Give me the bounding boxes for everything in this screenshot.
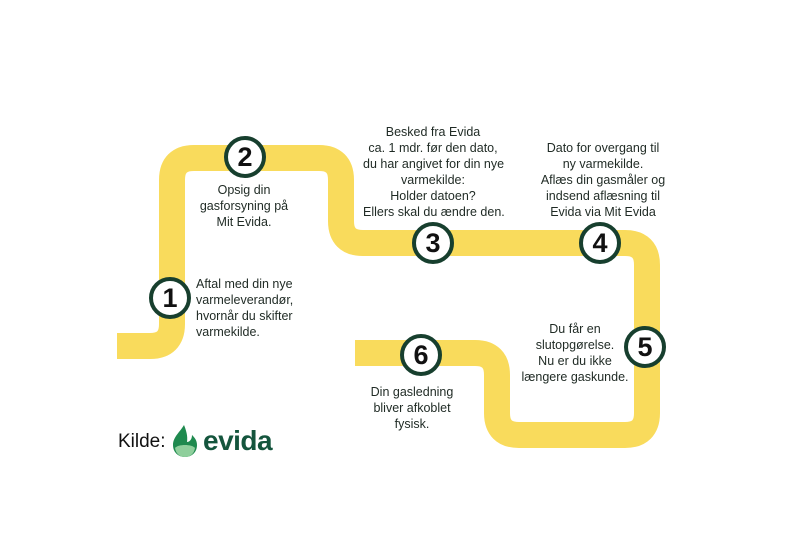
evida-logo: evida — [170, 424, 273, 458]
text-line: Dato for overgang til — [546, 141, 660, 155]
text-line: hvornår du skifter — [196, 309, 293, 323]
source-label: Kilde: — [118, 431, 166, 452]
step-1-circle: 1 — [149, 277, 191, 319]
text-line: ny varmekilde. — [562, 157, 644, 171]
text-line: Opsig din — [217, 183, 271, 197]
step-6-text: Din gasledning bliver afkoblet fysisk. — [362, 384, 462, 432]
text-line: ca. 1 mdr. før den dato, — [368, 141, 498, 155]
text-line: Din gasledning — [370, 385, 454, 399]
text-line: længere gaskunde. — [521, 370, 629, 384]
text-line: Evida via Mit Evida — [550, 205, 656, 219]
text-line: Besked fra Evida — [385, 125, 481, 139]
text-line: Nu er du ikke — [538, 354, 612, 368]
text-line: Ellers skal du ændre den. — [363, 205, 505, 219]
text-line: varmekilde. — [196, 325, 260, 339]
text-line: gasforsyning på — [199, 199, 289, 213]
step-2-circle: 2 — [224, 136, 266, 178]
text-line: Du får en — [549, 322, 601, 336]
step-5-circle: 5 — [624, 326, 666, 368]
step-4-circle: 4 — [579, 222, 621, 264]
text-line: du har angivet for din nye — [363, 157, 505, 171]
text-line: Aftal med din nye — [196, 277, 293, 291]
text-line: indsend aflæsning til — [546, 189, 660, 203]
text-line: Holder datoen? — [390, 189, 476, 203]
step-3-circle: 3 — [412, 222, 454, 264]
text-line: Mit Evida. — [216, 215, 272, 229]
step-2-text: Opsig din gasforsyning på Mit Evida. — [194, 182, 294, 230]
text-line: varmekilde: — [401, 173, 465, 187]
text-line: slutopgørelse. — [535, 338, 615, 352]
text-line: fysisk. — [394, 417, 430, 431]
step-1-text: Aftal med din nye varmeleverandør, hvorn… — [196, 276, 293, 340]
text-line: varmeleverandør, — [196, 293, 294, 307]
text-line: Aflæs din gasmåler og — [540, 173, 666, 187]
step-6-circle: 6 — [400, 334, 442, 376]
flame-icon — [173, 425, 197, 457]
step-5-text: Du får en slutopgørelse. Nu er du ikke l… — [520, 321, 630, 385]
text-line: bliver afkoblet — [373, 401, 451, 415]
step-4-text: Dato for overgang til ny varmekilde. Afl… — [538, 140, 668, 220]
evida-wordmark: evida — [203, 425, 273, 456]
step-3-text: Besked fra Evida ca. 1 mdr. før den dato… — [363, 124, 505, 220]
